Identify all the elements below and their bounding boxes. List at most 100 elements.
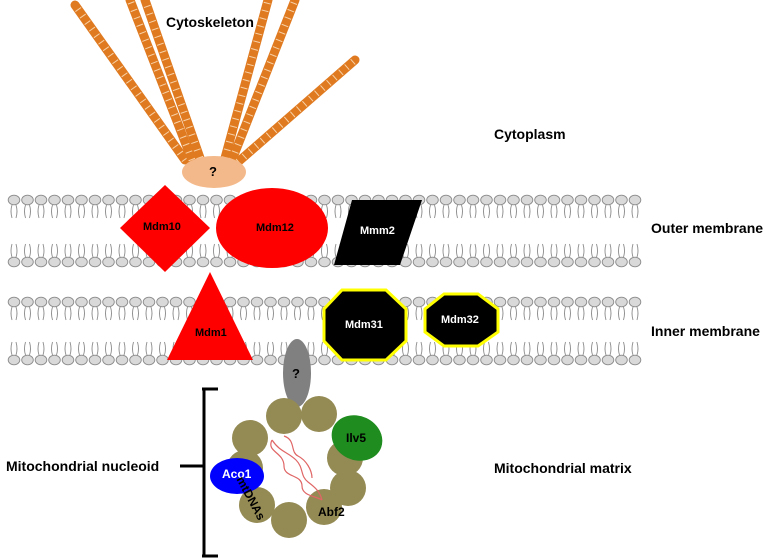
lipid-tail — [56, 306, 58, 321]
lipid-tail — [623, 341, 625, 356]
lipid-tail — [42, 341, 45, 356]
lipid-tail — [137, 341, 139, 356]
lipid-tail — [280, 306, 283, 321]
lipid-tail — [64, 204, 67, 219]
lipid-head — [318, 194, 331, 206]
lipid-tail — [447, 204, 450, 219]
mitochondrial-nucleoid-label: Mitochondrial nucleoid — [6, 458, 160, 474]
lipid-tail — [29, 204, 31, 219]
lipid-tail — [137, 306, 139, 321]
lipid-head — [7, 194, 21, 206]
lipid-tail — [294, 306, 296, 321]
lipid-head — [574, 194, 588, 206]
lipid-tail — [623, 204, 625, 219]
inner-membrane-label: Inner membrane — [651, 323, 760, 339]
lipid-head — [534, 256, 547, 268]
lipid-tail — [37, 306, 40, 321]
lipid-tail — [64, 306, 67, 321]
lipid-tail — [564, 243, 566, 258]
lipid-tail — [177, 306, 180, 321]
nucleoid-bead — [239, 487, 275, 523]
lipid-tail — [150, 306, 153, 321]
lipid-tail — [483, 243, 485, 258]
lipid-tail — [10, 306, 13, 321]
lipid-head — [304, 296, 318, 308]
lipid-head — [48, 256, 61, 268]
lipid-tail — [501, 204, 504, 219]
lipid-tail — [420, 306, 423, 321]
mdm10-label: Mdm10 — [143, 221, 181, 233]
lipid-tail — [582, 243, 585, 258]
lipid-head — [628, 256, 642, 268]
lipid-tail — [145, 341, 148, 356]
lipid-tail — [110, 341, 112, 356]
lipid-head — [439, 256, 453, 268]
lipid-tail — [591, 341, 593, 356]
lipid-head — [601, 296, 615, 308]
nucleoid-bead — [271, 502, 307, 538]
lipid-head — [48, 296, 61, 308]
lipid-tail — [442, 243, 445, 258]
ilv5-label: Ilv5 — [346, 431, 367, 445]
lipid-tail — [51, 243, 53, 258]
lipid-head — [21, 194, 34, 206]
lipid-tail — [96, 243, 99, 258]
lipid-tail — [496, 243, 499, 258]
lipid-tail — [483, 341, 485, 356]
lipid-tail — [159, 341, 161, 356]
lipid-tail — [137, 243, 139, 258]
lipid-tail — [618, 243, 620, 258]
lipid-tail — [542, 306, 544, 321]
lipid-tail — [469, 243, 472, 258]
lipid-tail — [78, 243, 80, 258]
lipid-tail — [456, 204, 458, 219]
lipid-tail — [56, 341, 58, 356]
lipid-head — [574, 256, 588, 268]
lipid-tail — [105, 204, 107, 219]
lipid-head — [520, 194, 534, 206]
nucleoid-bead — [306, 489, 342, 525]
lipid-tail — [636, 204, 639, 219]
lipid-head — [507, 194, 520, 206]
lipid-tail — [510, 243, 512, 258]
lipid-head — [561, 296, 574, 308]
lipid-tail — [407, 243, 409, 258]
lipid-tail — [29, 243, 31, 258]
lipid-tail — [83, 341, 85, 356]
lipid-tail — [569, 306, 571, 321]
lipid-head — [615, 256, 628, 268]
lipid-tail — [577, 306, 580, 321]
lipid-tail — [118, 306, 121, 321]
lipid-head — [61, 296, 75, 308]
lipid-tail — [623, 306, 625, 321]
nucleoid-bead — [330, 470, 366, 506]
lipid-tail — [118, 341, 121, 356]
mmm2-label: Mmm2 — [360, 225, 395, 237]
lipid-tail — [474, 243, 477, 258]
lipid-tail — [501, 306, 504, 321]
lipid-tail — [267, 341, 269, 356]
cytoskeleton-filament — [227, 0, 300, 165]
lipid-head — [601, 194, 615, 206]
lipid-head — [615, 296, 628, 308]
lipid-head — [561, 354, 574, 366]
lipid-tail — [609, 204, 612, 219]
lipid-tail — [159, 306, 161, 321]
lipid-head — [493, 194, 507, 206]
lipid-tail — [69, 204, 72, 219]
lipid-tail — [312, 306, 315, 321]
adaptor-unknown-label: ? — [209, 164, 217, 179]
lipid-tail — [69, 341, 72, 356]
lipid-head — [453, 354, 466, 366]
lipid-tail — [91, 341, 94, 356]
lipid-tail — [42, 243, 45, 258]
lipid-tail — [564, 341, 566, 356]
lipid-head — [588, 354, 601, 366]
outer-membrane-label: Outer membrane — [651, 220, 764, 236]
lipid-head — [61, 256, 75, 268]
lipid-head — [196, 256, 210, 268]
lipid-tail — [537, 243, 539, 258]
lipid-head — [142, 296, 156, 308]
lipid-tail — [83, 204, 85, 219]
lipid-head — [493, 256, 507, 268]
